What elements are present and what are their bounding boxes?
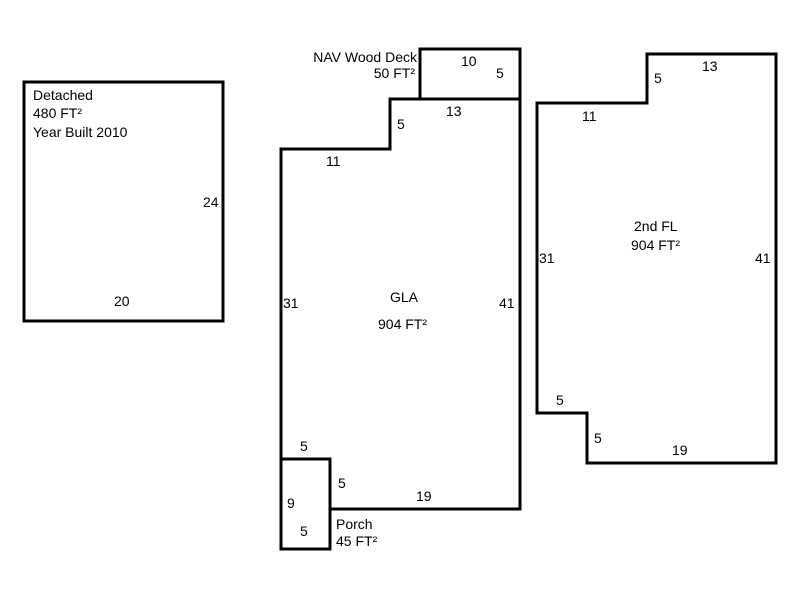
second-floor[interactable]: 2nd FL 904 FT² 5 13 11 31 41 5 5 19 [535, 52, 778, 465]
deck-area: 50 FT² [374, 65, 416, 81]
dimension-label: 5 [338, 475, 346, 491]
wood-deck[interactable]: NAV Wood Deck 50 FT² 10 5 [313, 47, 522, 101]
dimension-label: 5 [397, 116, 405, 132]
gla-floor[interactable]: GLA 904 FT² 13 5 11 31 41 5 5 19 [279, 97, 522, 511]
dimension-label: 41 [755, 250, 771, 266]
porch-label: Porch [336, 516, 373, 532]
dimension-label: 5 [300, 523, 308, 539]
dimension-label: 5 [594, 430, 602, 446]
detached-area: 480 FT² [33, 105, 82, 121]
gla-label: GLA [390, 289, 419, 305]
dimension-label: 5 [496, 65, 504, 81]
detached-outline [22, 80, 225, 323]
porch-outline [279, 457, 332, 551]
dimension-label: 20 [114, 293, 130, 309]
deck-label: NAV Wood Deck [313, 49, 418, 65]
dimension-label: 11 [582, 108, 597, 124]
gla-area: 904 FT² [378, 316, 427, 332]
dimension-label: 9 [287, 495, 295, 511]
porch-area: 45 FT² [336, 533, 378, 549]
detached-year-built: Year Built 2010 [33, 124, 128, 140]
second-floor-outline [535, 52, 778, 465]
porch[interactable]: Porch 45 FT² 9 5 [279, 457, 378, 551]
second-floor-label: 2nd FL [634, 218, 678, 234]
dimension-label: 10 [461, 53, 477, 69]
gla-outline-top [279, 97, 520, 459]
dimension-label: 24 [203, 194, 219, 210]
dimension-label: 19 [672, 442, 688, 458]
dimension-label: 31 [283, 295, 299, 311]
dimension-label: 5 [556, 392, 564, 408]
gla-outline-right [330, 98, 522, 511]
dimension-label: 11 [326, 153, 341, 169]
detached-label: Detached [33, 87, 93, 103]
detached-structure[interactable]: Detached 480 FT² Year Built 2010 24 20 [22, 80, 225, 323]
dimension-label: 31 [539, 250, 555, 266]
dimension-label: 19 [416, 488, 432, 504]
dimension-label: 13 [702, 58, 718, 74]
dimension-label: 13 [446, 103, 462, 119]
dimension-label: 5 [300, 438, 308, 454]
dimension-label: 41 [499, 295, 515, 311]
second-floor-area: 904 FT² [631, 237, 680, 253]
dimension-label: 5 [654, 70, 662, 86]
